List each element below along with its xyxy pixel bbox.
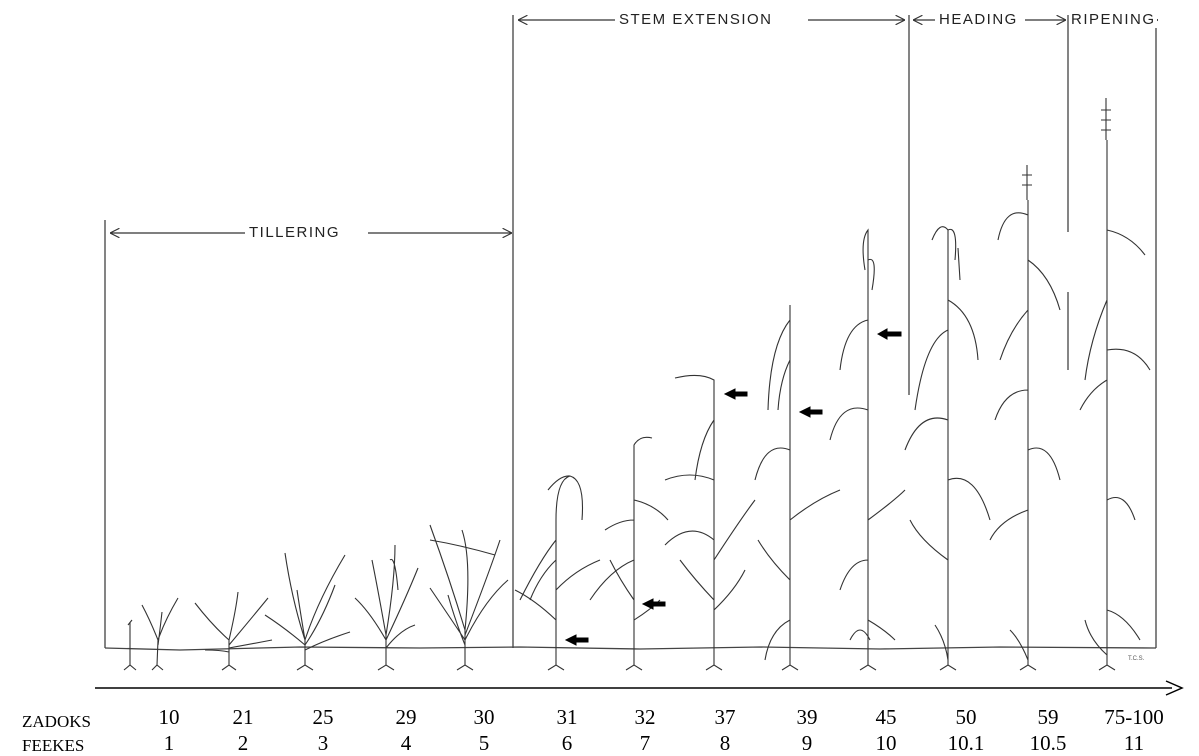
arrow-stage-10 [876, 328, 902, 340]
artist-signature: T.C.S. [1128, 656, 1145, 662]
zadoks-value: 45 [875, 705, 897, 729]
indicator-arrows [564, 328, 902, 646]
plant-stage-8 [664, 374, 756, 671]
zadoks-value: 50 [955, 705, 977, 729]
arrow-stage-7 [641, 598, 666, 610]
zadoks-value: 32 [634, 705, 656, 729]
plant-stage-9 [754, 305, 841, 671]
feekes-value: 6 [561, 731, 573, 755]
feekes-value: 3 [317, 731, 329, 755]
arrow-stage-9 [798, 406, 823, 418]
plant-drawings [123, 98, 1151, 671]
zadoks-value: 39 [796, 705, 818, 729]
plant-stage-7 [589, 436, 669, 671]
zadoks-value: 25 [312, 705, 334, 729]
zadoks-value: 37 [714, 705, 736, 729]
arrow-stage-8 [723, 388, 748, 400]
phase-label-heading: HEADING [936, 12, 1021, 28]
phase-label-stem-extension: STEM EXTENSION [616, 12, 776, 28]
plant-stage-10 [829, 228, 906, 671]
feekes-value: 10 [875, 731, 897, 755]
feekes-value: 10.1 [947, 731, 985, 755]
zadoks-row-label: ZADOKS [22, 712, 91, 731]
feekes-value: 5 [478, 731, 490, 755]
arrow-stage-6 [564, 634, 589, 646]
zadoks-value: 59 [1037, 705, 1059, 729]
phase-label-ripening: RIPENING [1070, 11, 1157, 28]
zadoks-value: 29 [395, 705, 417, 729]
plant-stage-4 [354, 544, 419, 671]
plant-stage-6 [514, 475, 601, 671]
axis-arrowhead [1165, 680, 1184, 696]
plant-stage-10-1 [904, 226, 991, 671]
feekes-value: 11 [1123, 731, 1145, 755]
zadoks-value: 31 [556, 705, 578, 729]
zadoks-value: 30 [473, 705, 495, 729]
feekes-value: 9 [801, 731, 813, 755]
feekes-value: 1 [163, 731, 175, 755]
zadoks-value: 75-100 [1104, 705, 1164, 729]
zadoks-value: 10 [158, 705, 180, 729]
plant-stage-11 [1079, 98, 1151, 671]
phase-label-tillering: TILLERING [246, 225, 344, 241]
feekes-value: 10.5 [1029, 731, 1067, 755]
feekes-value: 7 [639, 731, 651, 755]
plant-stage-2 [194, 591, 273, 671]
plant-stage-3 [264, 552, 351, 671]
plant-stage-1 [123, 597, 179, 671]
feekes-value: 4 [400, 731, 412, 755]
feekes-value: 8 [719, 731, 731, 755]
ground-line [104, 646, 1157, 651]
plant-stage-10-5 [989, 165, 1061, 671]
feekes-row-label: FEEKES [22, 736, 85, 755]
phase-brackets [104, 15, 1158, 648]
zadoks-value: 21 [232, 705, 254, 729]
plant-stage-5 [429, 524, 509, 671]
feekes-value: 2 [237, 731, 249, 755]
